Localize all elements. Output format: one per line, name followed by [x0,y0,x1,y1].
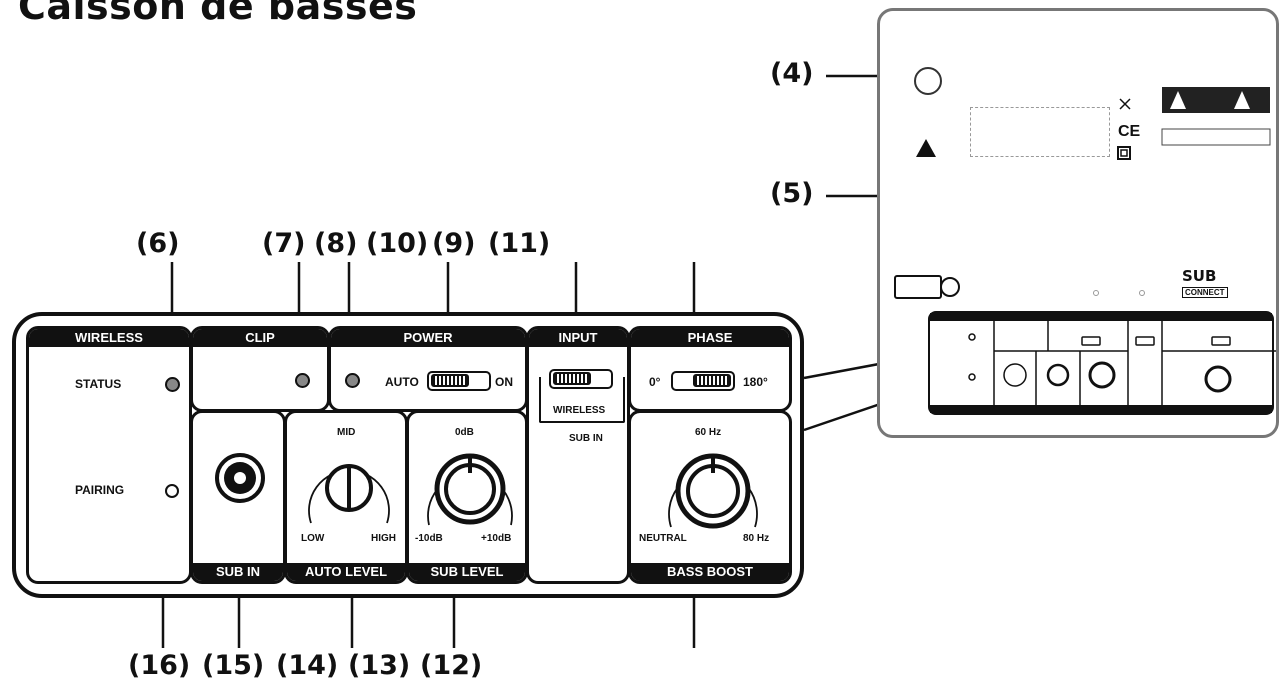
auto-level-high: HIGH [371,533,396,544]
sub-connect-dongle[interactable] [894,275,942,299]
clip-led [295,373,310,388]
power-led [345,373,360,388]
pairing-label: PAIRING [75,483,125,497]
callout-10: (10) [366,228,429,259]
power-header: POWER [331,329,525,347]
sub-level-section: 0dB -10dB +10dB SUB LEVEL [406,410,528,584]
status-led [165,377,180,392]
callout-12: (12) [420,650,483,681]
sub-level-0db: 0dB [455,427,474,438]
bass-boost-footer: BASS BOOST [631,563,789,581]
input-switch-knob [553,372,591,385]
input-subin-label: SUB IN [569,433,603,444]
sub-in-footer: SUB IN [193,563,283,581]
sub-in-section: SUB IN [190,410,286,584]
wireless-section: WIRELESS STATUS PAIRING [26,326,192,584]
callout-5: (5) [770,178,814,209]
phase-0-label: 0° [649,375,661,389]
power-socket[interactable] [914,67,942,95]
power-switch[interactable] [427,371,491,391]
bass-boost-dial [668,453,758,529]
callout-9: (9) [432,228,476,259]
sub-in-jack[interactable] [215,453,265,503]
callout-6: (6) [136,228,180,259]
brand-logo-connect: CONNECT [1182,287,1228,298]
power-switch-knob [431,374,469,387]
phase-section: PHASE 0° 180° [628,326,792,412]
input-section: INPUT WIRELESS SUB IN [526,326,630,584]
auto-level-mid: MID [337,427,356,438]
phase-header: PHASE [631,329,789,347]
subwoofer-rear: CE SUB CONNECT [877,8,1279,438]
sub-level-minus: -10dB [415,533,443,544]
callout-4: (4) [770,58,814,89]
mini-header-bar [930,313,1272,321]
phase-180-label: 180° [743,375,768,389]
phase-switch-knob [693,374,731,387]
clip-section: CLIP [190,326,330,412]
power-on-label: ON [495,375,513,389]
input-switch[interactable] [549,369,613,389]
bass-boost-section: 60 Hz NEUTRAL 80 Hz BASS BOOST [628,410,792,584]
sub-level-footer: SUB LEVEL [409,563,525,581]
callout-15: (15) [202,650,265,681]
brand-logo-sub: SUB [1182,267,1217,285]
callout-8: (8) [314,228,358,259]
bass-boost-80hz: 80 Hz [743,533,770,544]
input-bracket [539,377,625,423]
rear-mini-panel [928,311,1276,415]
power-auto-label: AUTO [385,375,419,389]
ce-mark: CE [1118,123,1141,140]
rear-markings [916,87,1271,296]
bass-boost-60hz: 60 Hz [695,427,722,438]
control-panel: WIRELESS STATUS PAIRING CLIP POWER AUTO … [12,312,804,598]
dongle-port [940,277,960,297]
auto-level-low: LOW [301,533,325,544]
power-section: POWER AUTO ON [328,326,528,412]
sub-level-plus: +10dB [481,533,512,544]
wireless-header: WIRELESS [29,329,189,347]
input-wireless-label: WIRELESS [551,405,608,416]
page-title: Caisson de basses [18,0,418,28]
callout-16: (16) [128,650,191,681]
label-area [970,107,1110,157]
auto-level-section: MID LOW HIGH AUTO LEVEL [284,410,408,584]
mini-panel-drawing [968,321,1276,409]
mini-footer-bar [930,405,1272,413]
sub-level-dial [427,453,513,526]
phase-switch[interactable] [671,371,735,391]
clip-header: CLIP [193,329,327,347]
callout-13: (13) [348,650,411,681]
pairing-button[interactable] [165,484,179,498]
auto-level-dial [308,464,390,524]
status-label: STATUS [75,377,122,391]
jack-center [234,472,246,484]
bass-boost-neutral: NEUTRAL [639,533,687,544]
auto-level-footer: AUTO LEVEL [287,563,405,581]
callout-7: (7) [262,228,306,259]
callout-14: (14) [276,650,339,681]
callout-11: (11) [488,228,551,259]
input-header: INPUT [529,329,627,347]
